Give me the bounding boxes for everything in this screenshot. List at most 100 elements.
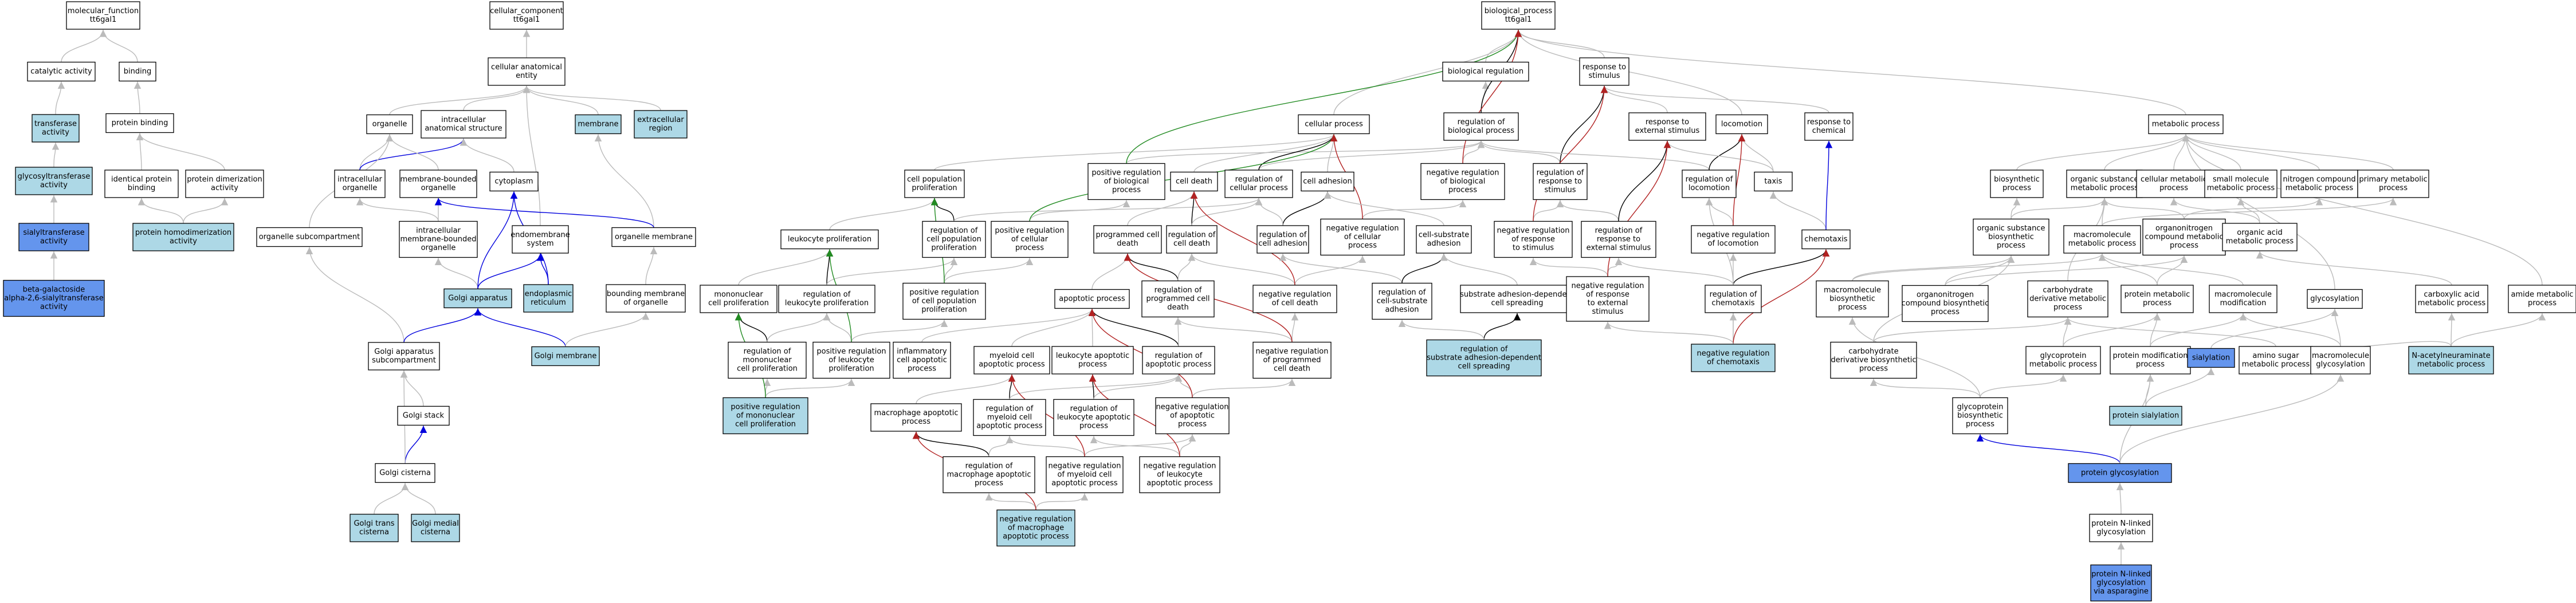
edge-blue [1976,434,2121,464]
edge-gray [921,309,1096,342]
edge-gray [765,379,855,398]
term-label-line: biosynthetic [1988,233,2034,242]
term-label-line: of macrophage [1008,524,1064,533]
edge-black [1401,253,1448,283]
term-label-line: of response [1511,235,1555,244]
term-label-line: metabolic process [2152,120,2220,129]
term-box [1990,170,2044,198]
term-label-line: cellular process [1230,184,1288,192]
edge-gray [2064,317,2276,347]
term-box [2063,225,2141,254]
term-label-line: regulation of [1537,169,1584,178]
term-box [411,514,460,542]
edge-gray [136,133,144,171]
term-label-line: activity [42,128,69,137]
term-label-line: to stimulus [1513,244,1554,253]
term-label-line: programmed cell [1096,231,1160,239]
edge-gray [2063,313,2161,347]
term-box [991,220,1069,258]
edge-gray [523,85,661,111]
term-box [902,282,986,320]
edge-gray [1006,436,1085,457]
edge-red [1733,249,1830,345]
term-label-line: process [1931,308,1960,317]
edge-gray [2256,251,2452,286]
term-box [1579,57,1629,86]
term-box [1682,170,1737,198]
edge-gray [2010,198,2108,219]
edge-gray [2098,253,2158,286]
term-label-line: myeloid cell [987,413,1032,422]
edge-gray [1945,255,2188,286]
term-label-line: metabolic process [2418,299,2486,308]
term-box [443,288,512,309]
term-label-line: apoptotic process [976,422,1043,431]
term-box [1804,112,1854,141]
edge-gray [305,247,405,343]
term-box [700,285,777,313]
term-label-line: cell proliferation [708,299,769,308]
go-term-sialylation: sialylation [2187,348,2235,368]
term-label-line: tt6gal1 [1505,15,1532,24]
term-label-line: protein metabolic [2125,290,2190,299]
edge-gray [460,138,515,172]
term-label-line: apoptotic process [1145,360,1212,369]
term-label-line: negative regulation [1143,462,1216,471]
term-label-line: carbohydrate [1848,348,1898,356]
term-label-line: glycosylation [2096,579,2146,588]
term-label-line: of cellular [1344,233,1381,242]
term-label-line: protein binding [112,119,168,128]
term-label-line: negative regulation [1255,348,1328,356]
edge-gray [2100,198,2185,219]
term-label-line: apoptotic process [1146,479,1213,488]
edge-gray [916,374,1016,404]
term-label-line: cell spreading [1458,362,1510,371]
term-box [2239,346,2313,375]
edge-gray [1769,191,1827,230]
edge-gray [1009,374,1183,400]
term-box [1705,285,1762,313]
edge-gray [1174,317,1293,342]
edge-gray [953,198,1263,222]
term-label-line: cell proliferation [737,365,798,373]
term-box [1902,285,1989,322]
term-box [943,456,1035,494]
term-label-line: glycosylation [2316,360,2365,369]
edge-gray [1362,200,1467,219]
term-box [728,341,807,379]
term-label-line: leukocyte proliferation [788,235,871,244]
term-box [399,220,478,258]
term-label-line: cellular_component [490,7,563,15]
term-label-line: apoptotic process [979,360,1045,369]
term-label-line: glycosyltransferase [18,172,91,181]
edge-gray [2104,134,2190,171]
term-box [1420,163,1505,200]
edge-gray [2182,134,2543,286]
term-label-line: protein modification [2112,352,2188,360]
term-label-line: positive regulation [995,227,1064,235]
go-term-catalytic-activity: catalytic activity [27,61,96,82]
term-box [722,397,808,435]
term-label-line: of leukocyte [1157,471,1202,479]
go-term-taxis: taxis [1754,171,1793,192]
term-label-line: entity [516,72,537,80]
term-label-line: proliferation [931,244,976,253]
term-box [421,110,506,139]
edge-gray [2145,368,2215,407]
go-term-golgi-apparatus: Golgi apparatus [443,288,512,309]
edge-gray [1945,255,2015,286]
term-box [1301,171,1354,192]
